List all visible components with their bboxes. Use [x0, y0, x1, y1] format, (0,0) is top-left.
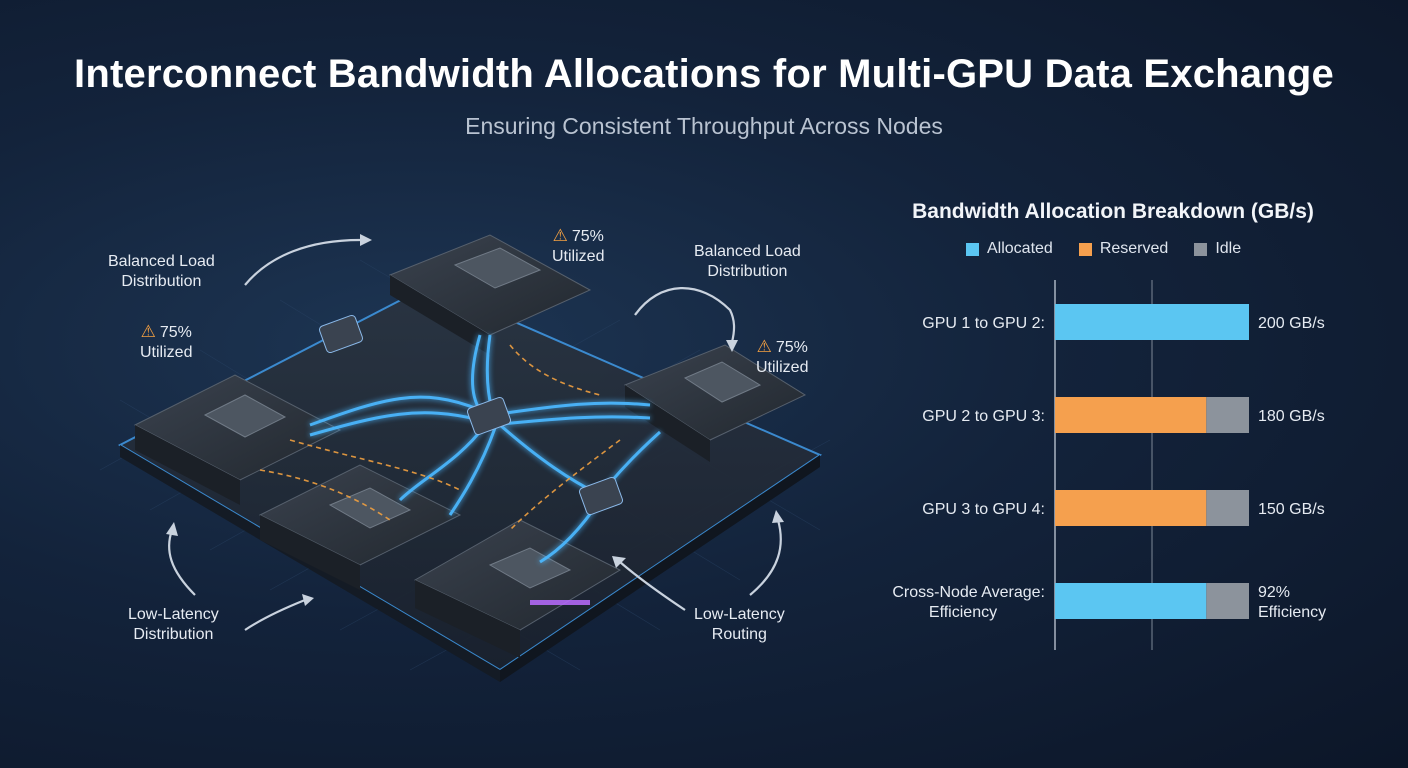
switch-chip-right	[578, 476, 624, 516]
callout-text-value: 75% Utilized	[552, 228, 605, 265]
callout-text: ⚠75% Utilized	[140, 322, 192, 363]
callout-utilized-left: ⚠75% Utilized	[140, 322, 192, 363]
data-flow-dashes	[259, 344, 621, 531]
callout-text: ⚠75% Utilized	[552, 226, 604, 267]
callout-text-value: 75% Utilized	[140, 324, 193, 361]
legend-item-idle: Idle	[1194, 240, 1241, 258]
base-plate-edge-right	[500, 455, 820, 682]
legend-item-allocated: Allocated	[966, 240, 1053, 258]
chart-legend: Allocated Reserved Idle	[966, 240, 1241, 258]
gpu-interconnect-diagram	[99, 234, 831, 682]
row-value-label: 180 GB/s	[1258, 408, 1325, 425]
callout-utilized-top: ⚠75% Utilized	[552, 226, 604, 267]
legend-label: Reserved	[1099, 240, 1169, 257]
row-value-label: 150 GB/s	[1258, 501, 1325, 518]
bar-segment-reserved	[1055, 490, 1207, 526]
gpu-card-top	[388, 234, 592, 355]
warning-triangle-icon: ⚠	[756, 337, 772, 356]
bar-segment-idle	[1206, 490, 1249, 526]
callout-balanced-load-right: Balanced Load Distribution	[694, 242, 801, 282]
legend-label: Idle	[1215, 240, 1242, 257]
page-subtitle: Ensuring Consistent Throughput Across No…	[465, 113, 943, 139]
callout-text: Low-Latency Distribution	[128, 606, 219, 643]
warning-triangle-icon: ⚠	[140, 322, 156, 341]
callout-text: Balanced Load Distribution	[108, 253, 215, 290]
row-label: GPU 1 to GPU 2:	[922, 315, 1045, 332]
callout-text: ⚠75% Utilized	[756, 337, 808, 378]
callout-utilized-right: ⚠75% Utilized	[756, 337, 808, 378]
legend-swatch	[966, 242, 979, 256]
page-title: Interconnect Bandwidth Allocations for M…	[74, 52, 1334, 96]
legend-item-reserved: Reserved	[1078, 240, 1169, 258]
bar-segment-idle	[1206, 583, 1249, 619]
callout-low-latency-left: Low-Latency Distribution	[128, 605, 219, 645]
callout-low-latency-right: Low-Latency Routing	[694, 605, 785, 645]
switch-chip-top-left	[318, 314, 364, 354]
legend-label: Allocated	[987, 240, 1053, 257]
row-label: GPU 2 to GPU 3:	[922, 408, 1045, 425]
row-value-label: 92%Efficiency	[1258, 584, 1326, 621]
callout-text: Low-Latency Routing	[694, 606, 785, 643]
bar-segment-idle	[1206, 397, 1249, 433]
flow-arrows	[166, 234, 784, 631]
legend-swatch	[1194, 242, 1208, 256]
legend-swatch	[1078, 242, 1092, 256]
bar-segment-allocated	[1055, 304, 1249, 340]
callout-text: Balanced Load Distribution	[694, 243, 801, 280]
chart-title: Bandwidth Allocation Breakdown (GB/s)	[912, 200, 1314, 223]
gpu-card-bottom	[413, 519, 622, 658]
warning-triangle-icon: ⚠	[552, 226, 568, 245]
bar-segment-allocated	[1055, 583, 1207, 619]
callout-balanced-load-left: Balanced Load Distribution	[108, 252, 215, 292]
switch-chip-center	[466, 396, 512, 436]
bar-segment-reserved	[1055, 397, 1207, 433]
row-label: GPU 3 to GPU 4:	[922, 501, 1045, 518]
gpu-card-left	[133, 374, 342, 505]
callout-text-value: 75% Utilized	[756, 339, 809, 376]
row-value-label: 200 GB/s	[1258, 315, 1325, 332]
row-label: Cross-Node Average:Efficiency	[892, 584, 1045, 621]
